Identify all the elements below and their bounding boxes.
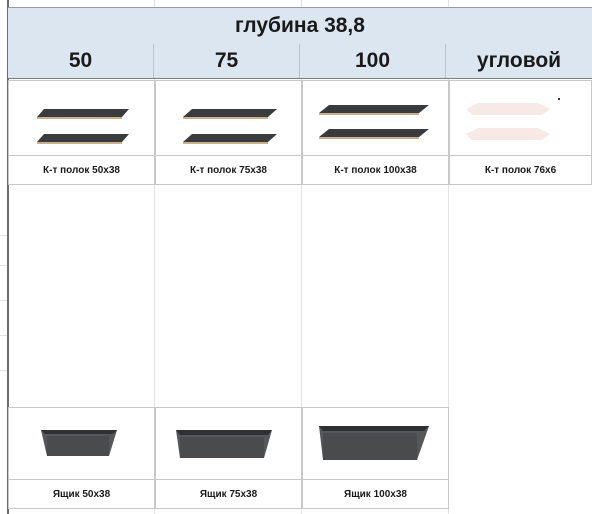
depth-title-cell: глубина 38,8 (8, 7, 592, 45)
shelf-caption-75: К-т полок 75х38 (155, 156, 302, 185)
sheet-gridline (448, 0, 449, 514)
size-header-75: 75 (154, 44, 300, 78)
shelf-image-cell (449, 80, 592, 156)
table-left-border (7, 0, 9, 514)
shelf-set-image (319, 105, 429, 139)
size-header-100: 100 (300, 44, 446, 78)
sheet-gridline (0, 300, 8, 301)
drawer-image (319, 426, 429, 460)
sheet-gridline (301, 0, 302, 514)
shelf-caption-corner: К-т полок 76х6 (449, 156, 592, 185)
depth-title: глубина 38,8 (235, 14, 365, 37)
corner-shelf-set-image (466, 98, 560, 140)
drawer-caption-100: Ящик 100х38 (302, 480, 449, 509)
sheet-gridline (0, 265, 8, 266)
drawer-image-cell (8, 407, 155, 480)
shelf-set-image (183, 109, 277, 144)
drawer-image-cell (155, 407, 302, 480)
drawer-caption-75: Ящик 75х38 (155, 480, 302, 509)
drawer-image (176, 430, 272, 458)
drawer-caption-50: Ящик 50х38 (8, 480, 155, 509)
shelf-image-cell (302, 80, 449, 156)
sheet-gridline (0, 235, 8, 236)
sheet-gridline (154, 0, 155, 514)
drawer-image (41, 430, 117, 456)
sheet-gridline (0, 335, 8, 336)
size-header-corner: угловой (476, 49, 562, 72)
sheet-gridline (0, 370, 8, 371)
size-header-row: 50 75 100 угловой (8, 44, 592, 79)
size-header-50: 50 (8, 44, 154, 78)
shelf-set-image (37, 109, 129, 144)
drawer-image-cell (302, 407, 449, 480)
shelf-caption-50: К-т полок 50х38 (8, 156, 155, 185)
shelf-image-cell (8, 80, 155, 156)
shelf-image-cell (155, 80, 302, 156)
shelf-caption-100: К-т полок 100х38 (302, 156, 449, 185)
